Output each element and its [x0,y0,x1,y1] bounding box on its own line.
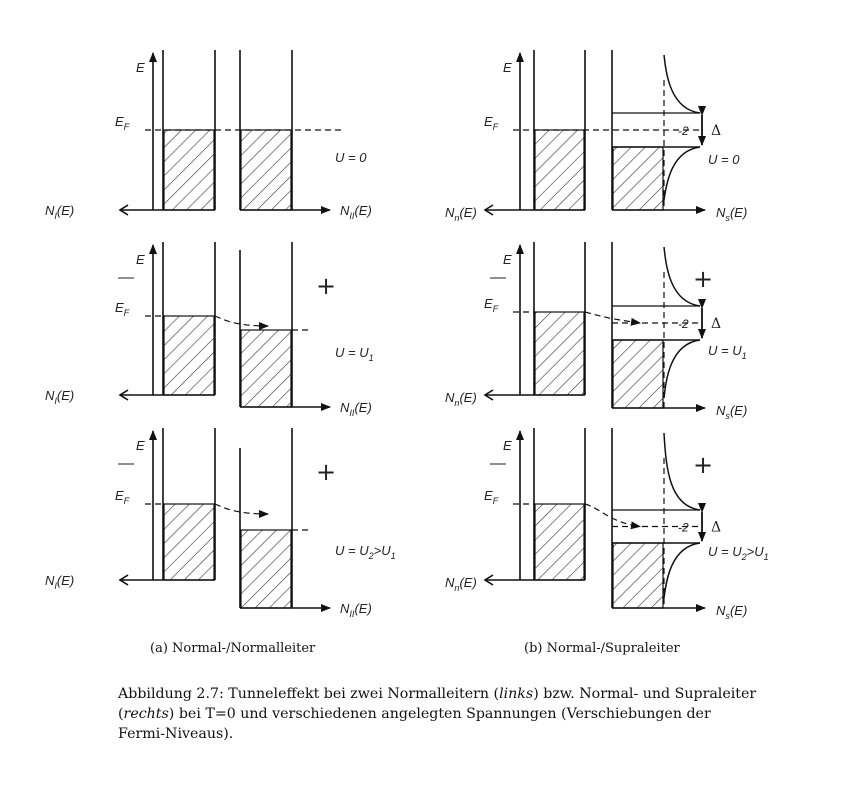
panel-right-2: E -2 Δ EF Nn(E) Ns(E) U = U1 — + [445,242,747,421]
figure-tunnel-effect: E EF NI(E) NII(E) U = 0 E EF NI(E) NII(E) U = U1 —… [45,50,769,621]
minus-sign: — [117,455,135,472]
plus-sign: + [693,265,713,293]
occupied-states-i [163,503,215,581]
gap-factor: -2 [678,521,689,535]
dos-label-left: NI(E) [45,573,74,591]
dos-label-right: NII(E) [340,400,372,418]
panel-right-1: E -2 Δ EF Nn(E) Ns(E) U = 0 [445,50,747,223]
minus-sign: — [117,269,135,286]
panel-right-3: E -2 Δ EF Nn(E) Ns(E) U = U2>U1 — + [445,428,769,621]
caption-part-1: Abbildung 2.7: Tunneleffekt bei zwei Nor… [118,686,500,702]
dos-label-left: Nn(E) [445,575,477,593]
delta-symbol: Δ [711,316,721,332]
energy-label: E [136,438,145,453]
left-dos-arrow [118,204,129,216]
left-dos-arrow [118,389,129,401]
fermi-label: EF [115,114,130,132]
occupied-states-super [612,542,664,609]
voltage-label: U = 0 [335,150,367,165]
dos-label-right: Ns(E) [716,603,747,621]
gap-factor: -2 [678,124,689,138]
panel-left-1: E EF NI(E) NII(E) U = 0 [45,50,372,221]
subcaption-b: (b) Normal-/Supraleiter [524,641,680,656]
bcs-dos-lower [663,146,701,201]
left-dos-arrow [118,574,129,586]
panel-left-2: E EF NI(E) NII(E) U = U1 — + [45,242,374,418]
minus-sign: — [489,269,507,286]
energy-label: E [503,438,512,453]
tunnel-arrow [584,311,641,326]
caption-rechts: rechts [123,706,169,722]
delta-symbol: Δ [711,123,721,139]
occupied-states-i [163,315,215,396]
panel-left-3: E EF NI(E) NII(E) U = U2>U1 — + [45,428,396,619]
bcs-dos-lower [663,542,701,599]
dos-label-left: NI(E) [45,388,74,406]
caption-part-2: ) bzw. Normal- und Supraleiter ( [118,686,757,722]
fermi-label: EF [115,488,130,506]
dos-label-right: Ns(E) [716,205,747,223]
gap-factor: -2 [678,317,689,331]
fermi-label: EF [484,488,499,506]
bcs-dos-lower [663,339,701,399]
voltage-label: U = U1 [335,345,374,363]
left-dos-arrow [483,204,494,216]
energy-label: E [136,60,145,75]
energy-label: E [503,252,512,267]
subcaption-a: (a) Normal-/Normalleiter [150,641,316,656]
bcs-dos-upper [663,54,701,114]
delta-symbol: Δ [711,520,721,536]
occupied-states-ii [240,329,292,408]
minus-sign: — [489,455,507,472]
occupied-states-ii [240,529,292,609]
dos-label-right: NII(E) [340,203,372,221]
tunnel-arrow [214,503,269,518]
plus-sign: + [316,272,336,300]
occupied-states-normal [534,503,585,581]
energy-label: E [136,252,145,267]
tunnel-arrow [584,503,641,530]
tunnel-arrow [214,315,269,330]
fermi-label: EF [484,114,499,132]
voltage-label: U = U2>U1 [708,544,769,562]
bcs-dos-upper [663,246,701,307]
occupied-states-super [612,146,664,211]
dos-label-right: NII(E) [340,601,372,619]
caption-part-3: ) bei T=0 und verschiedenen angelegten S… [118,706,711,742]
left-dos-arrow [483,574,494,586]
occupied-states-normal [534,311,585,396]
voltage-label: U = U2>U1 [335,543,396,561]
fermi-label: EF [484,296,499,314]
dos-label-left: NI(E) [45,203,74,221]
voltage-label: U = U1 [708,343,747,361]
left-dos-arrow [483,389,494,401]
caption-links: links [499,686,534,702]
energy-label: E [503,60,512,75]
dos-label-left: Nn(E) [445,390,477,408]
plus-sign: + [693,451,713,479]
figure-caption: Abbildung 2.7: Tunneleffekt bei zwei Nor… [118,684,758,744]
fermi-label: EF [115,300,130,318]
dos-label-right: Ns(E) [716,403,747,421]
occupied-states-super [612,339,664,409]
plus-sign: + [316,458,336,486]
occupied-states-i [163,129,215,211]
occupied-states-normal [534,129,585,211]
voltage-label: U = 0 [708,152,740,167]
dos-label-left: Nn(E) [445,205,477,223]
bcs-dos-upper [663,432,701,511]
occupied-states-ii [240,129,292,211]
